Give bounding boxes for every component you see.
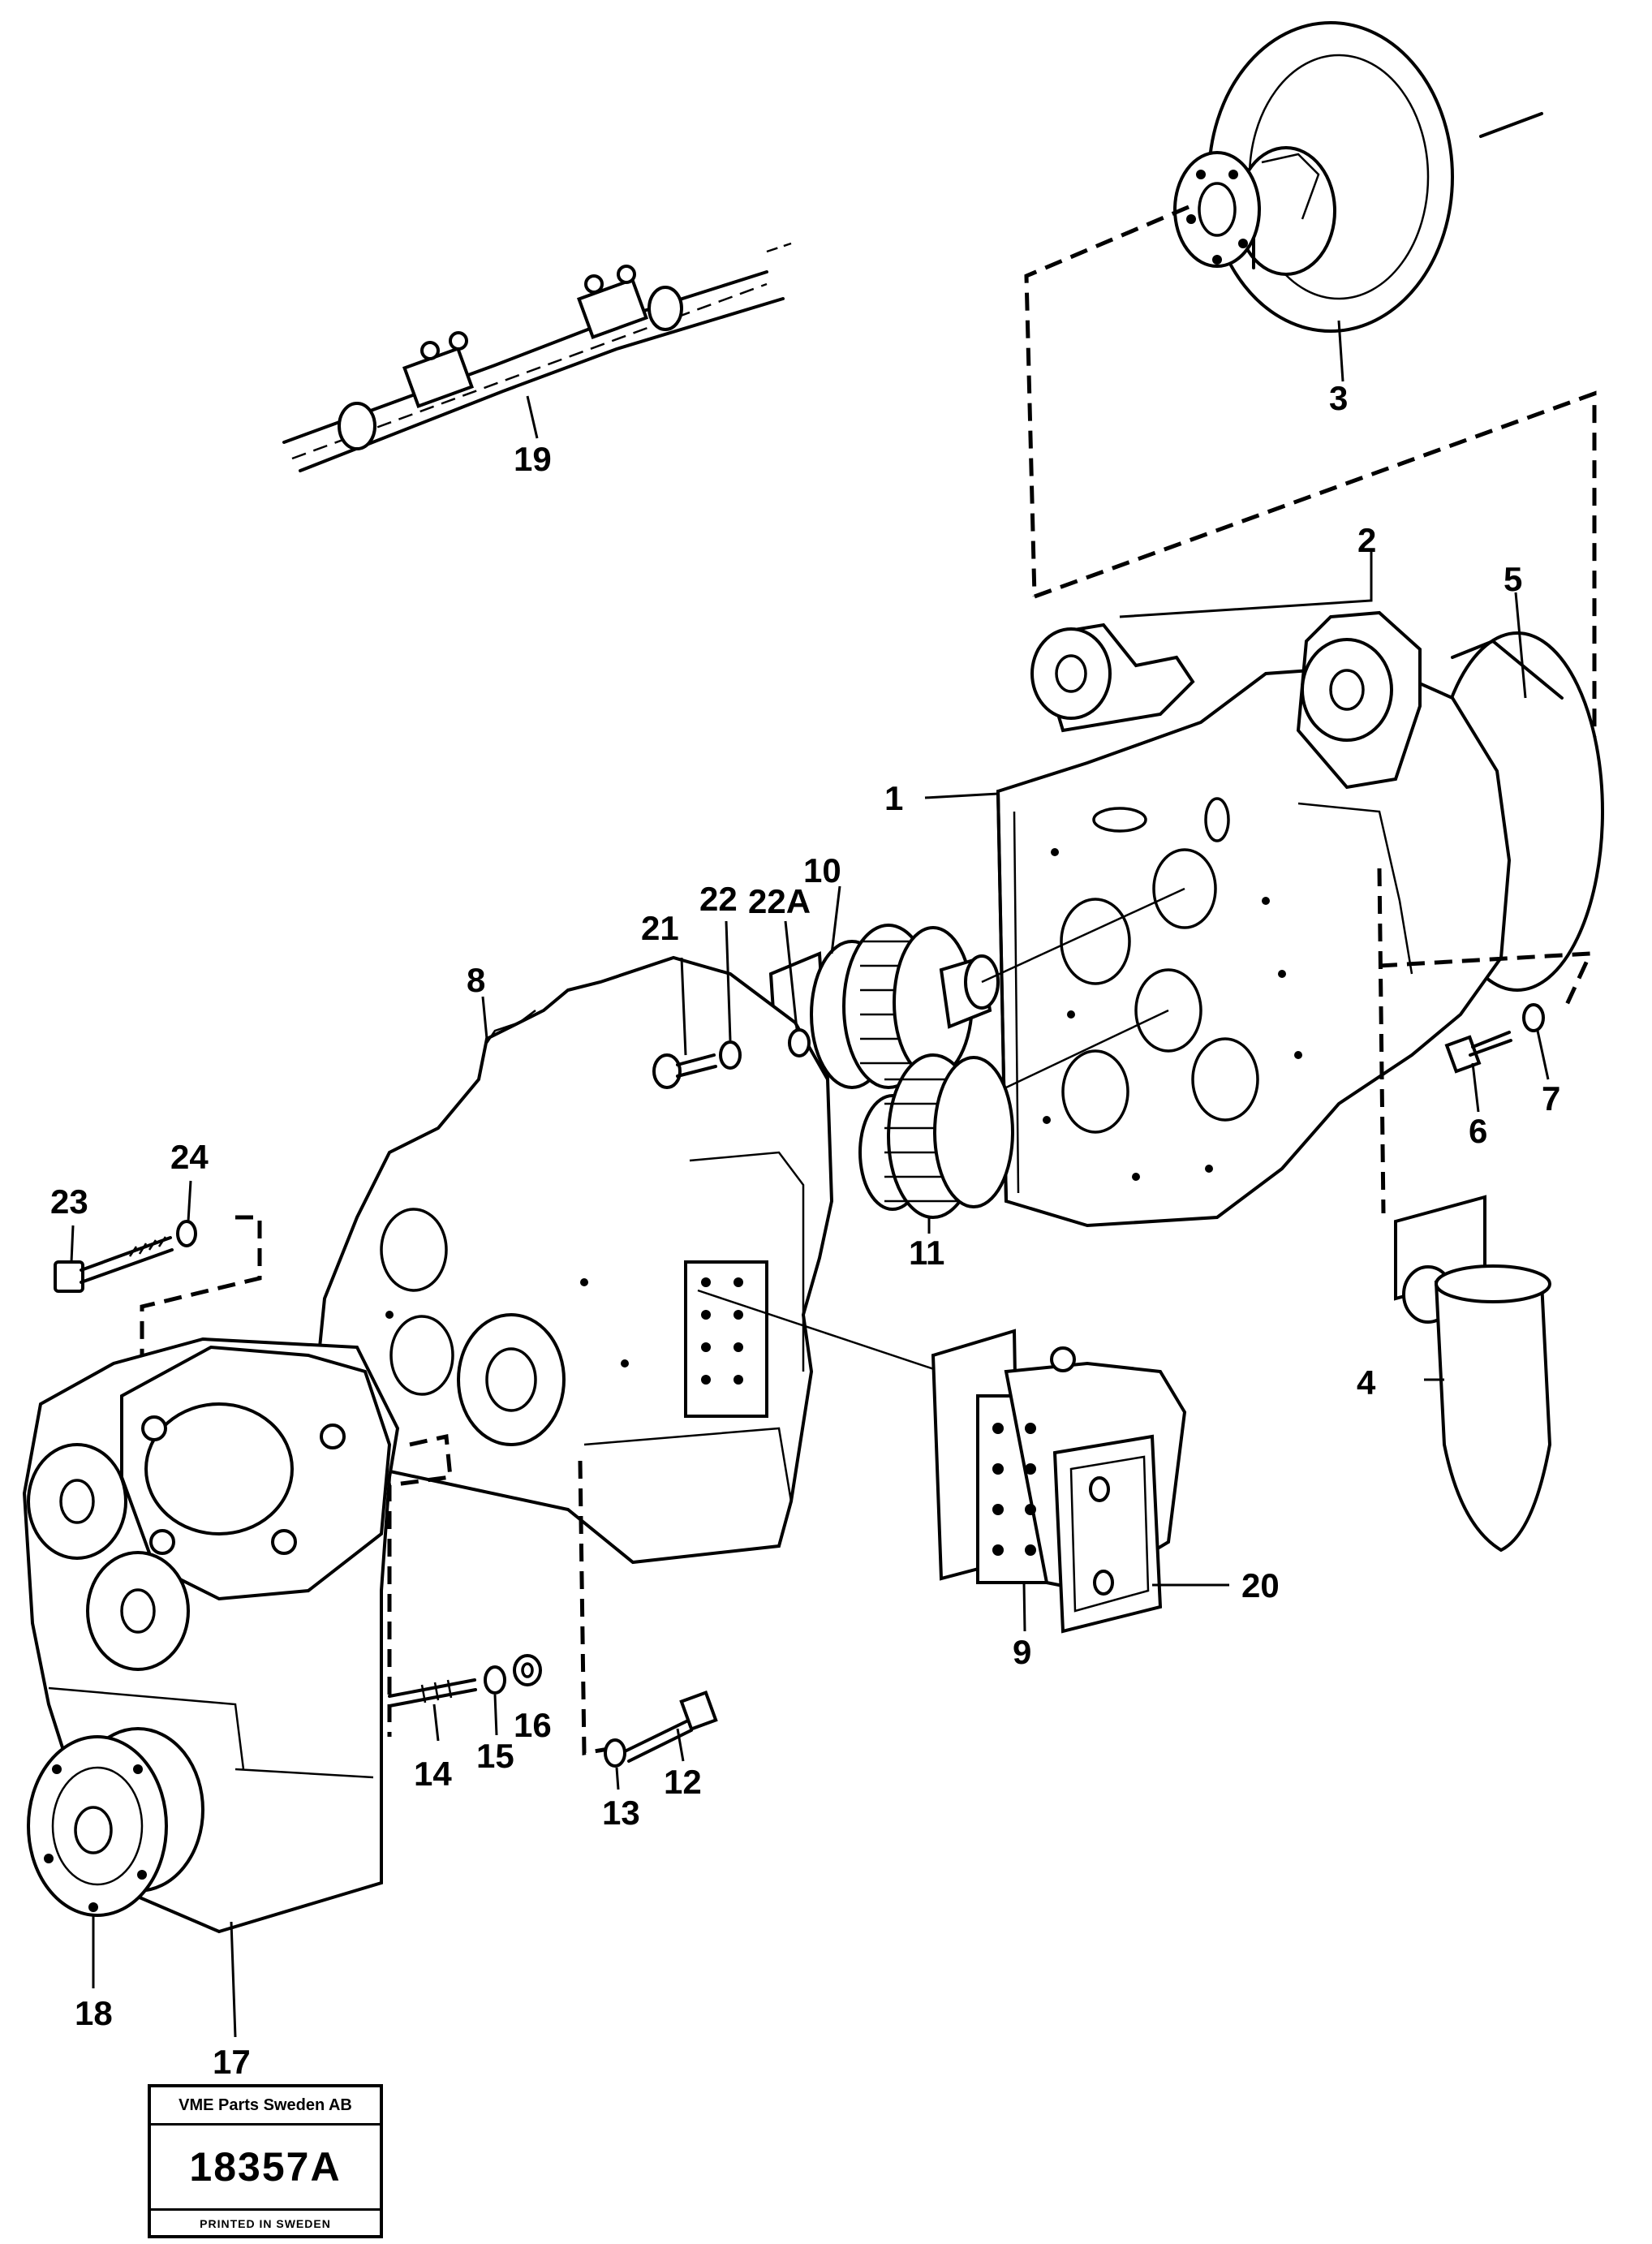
pipe-assembly-19 xyxy=(282,242,792,472)
shaft-alignment-lines xyxy=(981,887,1185,1089)
washer-7 xyxy=(1522,1003,1550,1080)
bolt-12 xyxy=(623,1691,718,1763)
stamp-drawing-number: 18357A xyxy=(189,2144,342,2190)
callout-4: 4 xyxy=(1357,1363,1376,1402)
title-stamp: VME Parts Sweden AB 18357A PRINTED IN SW… xyxy=(148,2084,383,2238)
washer-13 xyxy=(604,1738,626,1790)
callout-12: 12 xyxy=(664,1763,702,1801)
stamp-printed-note: PRINTED IN SWEDEN xyxy=(151,2208,380,2237)
mounting-brackets-2 xyxy=(1030,552,1422,790)
transmission-housing-1 xyxy=(924,631,1604,1228)
gasket-leader-5 xyxy=(1514,592,1527,699)
gear-shaft-10 xyxy=(768,885,1000,1098)
callout-20: 20 xyxy=(1241,1566,1280,1604)
washer-15 xyxy=(484,1665,506,1736)
callout-labels: 1 2 3 4 5 6 7 8 9 10 11 12 13 14 15 16 1… xyxy=(50,379,1560,2081)
callout-6: 6 xyxy=(1469,1112,1487,1150)
callout-5: 5 xyxy=(1504,560,1522,598)
connector-dash-12-13 xyxy=(578,1460,609,1755)
callout-8: 8 xyxy=(467,961,485,999)
torque-converter-3 xyxy=(1173,21,1543,382)
callout-22a: 22A xyxy=(748,882,811,920)
intermediate-housing-8 xyxy=(314,955,834,1565)
bolt-6 xyxy=(1444,1031,1512,1113)
callout-9: 9 xyxy=(1013,1633,1031,1671)
output-flange-18 xyxy=(27,1727,204,1988)
stamp-company: VME Parts Sweden AB xyxy=(151,2087,380,2126)
oil-filter-4 xyxy=(1394,1195,1552,1553)
bolt-21 xyxy=(652,957,717,1089)
callout-23: 23 xyxy=(50,1182,88,1221)
callout-19: 19 xyxy=(514,440,552,478)
washer-22 xyxy=(719,920,742,1070)
callout-2: 2 xyxy=(1357,521,1376,559)
callout-16: 16 xyxy=(514,1706,552,1744)
nut-16 xyxy=(513,1654,542,1686)
washer-22a xyxy=(784,920,811,1057)
callout-3: 3 xyxy=(1329,379,1348,417)
connector-dash-2 xyxy=(1034,390,1597,852)
stud-14 xyxy=(388,1678,477,1742)
transfer-gearbox-17 xyxy=(22,1337,400,2038)
valve-cover-20 xyxy=(1052,1434,1229,1634)
callout-14: 14 xyxy=(414,1755,452,1793)
bolt-23 xyxy=(54,1225,174,1293)
callout-21: 21 xyxy=(641,909,679,947)
connector-dash-14-16 xyxy=(387,1433,453,1737)
valve-alignment-line xyxy=(697,1289,954,1377)
gear-shaft-11 xyxy=(858,1053,1014,1234)
callout-11: 11 xyxy=(909,1234,944,1272)
callout-24: 24 xyxy=(170,1138,209,1176)
connector-dash-23-24 xyxy=(140,1215,262,1368)
callout-13: 13 xyxy=(602,1794,640,1832)
callout-15: 15 xyxy=(476,1737,514,1775)
connector-dash-6-7 xyxy=(1379,951,1594,1008)
callout-10: 10 xyxy=(803,851,841,889)
callout-18: 18 xyxy=(75,1994,113,2032)
connector-dash-4 xyxy=(1377,868,1386,1214)
washer-24 xyxy=(176,1180,197,1247)
callout-1: 1 xyxy=(884,779,903,817)
callout-7: 7 xyxy=(1542,1079,1560,1118)
connector-dash-3-2 xyxy=(1024,205,1190,597)
callout-17: 17 xyxy=(213,2043,251,2081)
callout-22: 22 xyxy=(699,880,738,918)
